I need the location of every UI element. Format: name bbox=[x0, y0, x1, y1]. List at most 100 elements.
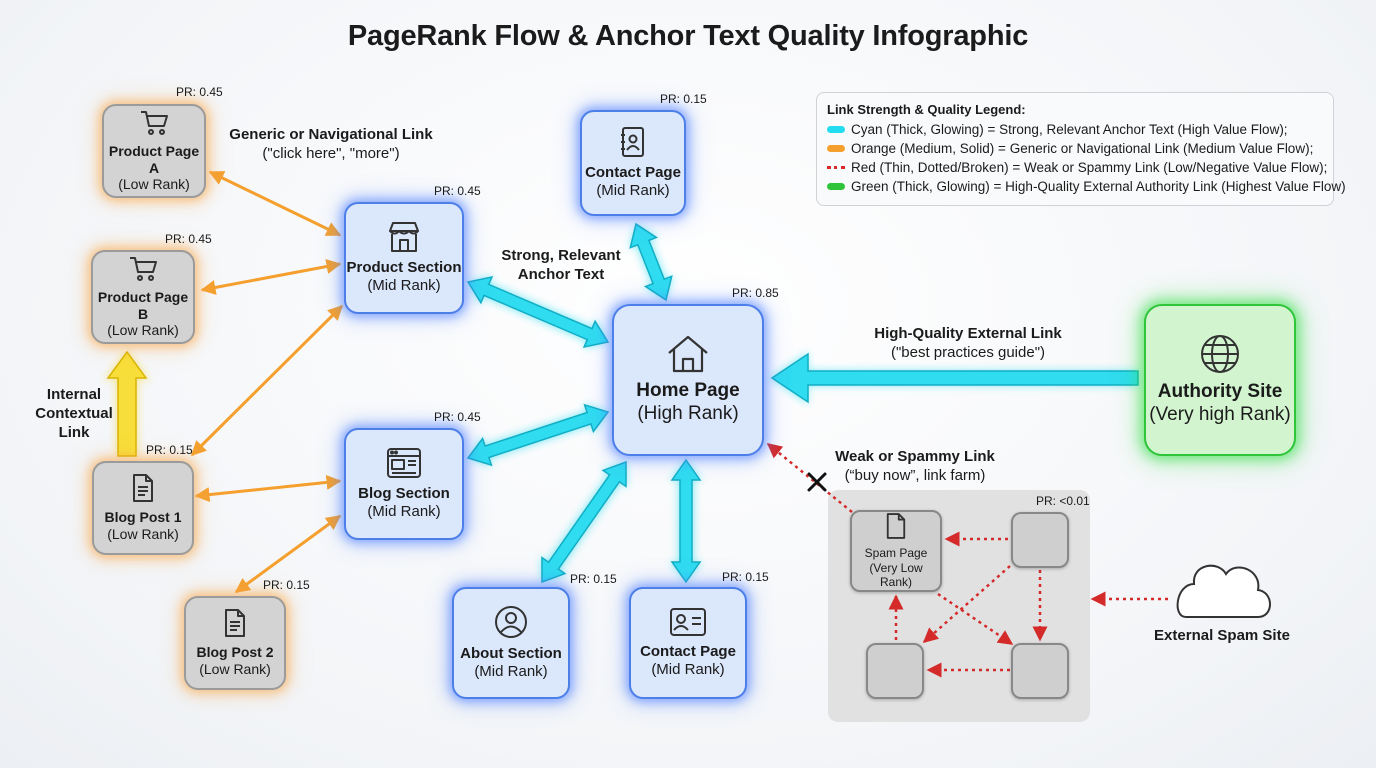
node-blog-post-1[interactable]: Blog Post 1 (Low Rank) bbox=[92, 461, 194, 555]
legend: Link Strength & Quality Legend: Cyan (Th… bbox=[816, 92, 1346, 206]
farm-node-bottom-right[interactable] bbox=[1011, 643, 1069, 699]
node-name: Authority Site bbox=[1157, 381, 1283, 403]
internal-link-line-2: Contextual bbox=[35, 404, 113, 422]
node-rank: (Mid Rank) bbox=[651, 661, 725, 678]
pr-product-section: PR: 0.45 bbox=[434, 184, 481, 198]
link-product-b-product-section bbox=[200, 259, 342, 295]
address-book-icon bbox=[621, 127, 644, 157]
generic-link-label: Generic or Navigational Link ("click her… bbox=[216, 126, 446, 164]
node-rank: (Mid Rank) bbox=[367, 503, 441, 520]
node-rank: (Very Low Rank) bbox=[869, 560, 923, 590]
link-blog-post-1-product-section bbox=[190, 304, 344, 457]
internal-link-line-3: Link bbox=[58, 423, 90, 441]
generic-link-examples: ("click here", "more") bbox=[262, 144, 400, 162]
node-contact-page-bottom[interactable]: Contact Page (Mid Rank) bbox=[629, 587, 747, 699]
cloud-icon bbox=[1176, 564, 1271, 618]
node-rank: (Low Rank) bbox=[107, 526, 179, 542]
farm-node-top-right[interactable] bbox=[1011, 512, 1069, 568]
external-link-label: High-Quality External Link ("best practi… bbox=[848, 325, 1088, 363]
node-name: Contact Page bbox=[640, 643, 736, 660]
globe-icon bbox=[1201, 335, 1239, 374]
storefront-icon bbox=[389, 222, 419, 252]
legend-item: Cyan (Thick, Glowing) = Strong, Relevant… bbox=[827, 120, 1323, 139]
link-blog-post-2-blog-section bbox=[234, 514, 342, 594]
node-home-page[interactable]: Home Page (High Rank) bbox=[612, 304, 764, 456]
legend-swatch bbox=[827, 126, 845, 133]
node-rank: (Very high Rank) bbox=[1149, 404, 1291, 425]
legend-swatch bbox=[827, 166, 845, 169]
link-farm-5 bbox=[922, 565, 1011, 643]
weak-link-label: Weak or Spammy Link (“buy now”, link far… bbox=[820, 448, 1010, 486]
strong-links bbox=[466, 222, 702, 584]
browser-window-icon bbox=[387, 448, 421, 478]
node-contact-page-top[interactable]: Contact Page (Mid Rank) bbox=[580, 110, 686, 216]
legend-item: Red (Thin, Dotted/Broken) = Weak or Spam… bbox=[827, 158, 1327, 177]
pr-blog-post-1: PR: 0.15 bbox=[146, 443, 193, 457]
cart-icon bbox=[141, 110, 168, 135]
infographic-title: PageRank Flow & Anchor Text Quality Info… bbox=[347, 20, 1029, 52]
pr-contact-page-top: PR: 0.15 bbox=[660, 92, 707, 106]
link-home-contact-top bbox=[629, 222, 673, 302]
internal-link-line-1: Internal bbox=[46, 386, 102, 403]
weak-link-examples: (“buy now”, link farm) bbox=[844, 466, 986, 484]
node-spam-page[interactable]: Spam Page (Very Low Rank) bbox=[850, 510, 942, 592]
node-blog-section[interactable]: Blog Section (Mid Rank) bbox=[344, 428, 464, 540]
legend-text: Orange (Medium, Solid) = Generic or Navi… bbox=[851, 141, 1314, 156]
node-blog-post-2[interactable]: Blog Post 2 (Low Rank) bbox=[184, 596, 286, 690]
node-name: Product Page A bbox=[108, 142, 200, 176]
weak-link-title: Weak or Spammy Link bbox=[835, 448, 995, 465]
node-name: Home Page bbox=[636, 380, 740, 402]
pr-product-page-a: PR: 0.45 bbox=[176, 85, 223, 99]
link-home-about bbox=[541, 460, 627, 584]
node-name: Blog Post 1 bbox=[104, 509, 182, 526]
node-product-page-b[interactable]: Product Page B (Low Rank) bbox=[91, 250, 195, 344]
node-name: Spam Page bbox=[864, 546, 928, 561]
node-rank: (Mid Rank) bbox=[596, 182, 670, 199]
node-about-section[interactable]: About Section (Mid Rank) bbox=[452, 587, 570, 699]
node-authority-site[interactable]: Authority Site (Very high Rank) bbox=[1144, 304, 1296, 456]
link-farm-6 bbox=[937, 592, 1014, 646]
external-authority-link bbox=[770, 352, 1139, 404]
node-name: Contact Page bbox=[585, 164, 681, 181]
cart-icon bbox=[130, 256, 157, 281]
pr-product-page-b: PR: 0.45 bbox=[165, 232, 212, 246]
link-home-product-section bbox=[466, 275, 610, 349]
strong-link-line-1: Strong, Relevant bbox=[501, 247, 621, 264]
legend-text: Cyan (Thick, Glowing) = Strong, Relevant… bbox=[851, 122, 1288, 137]
document-icon bbox=[886, 513, 906, 540]
strong-link-line-2: Anchor Text bbox=[517, 265, 605, 283]
external-link-example: ("best practices guide") bbox=[890, 343, 1046, 361]
link-home-contact-bottom bbox=[670, 458, 702, 584]
external-link-title: High-Quality External Link bbox=[874, 325, 1062, 342]
node-name: Blog Section bbox=[358, 485, 450, 502]
external-spam-site-label: External Spam Site bbox=[1154, 627, 1290, 644]
legend-swatch bbox=[827, 145, 845, 152]
farm-node-bottom-left[interactable] bbox=[866, 643, 924, 699]
node-rank: (Mid Rank) bbox=[367, 277, 441, 294]
legend-item: Green (Thick, Glowing) = High-Quality Ex… bbox=[827, 177, 1346, 196]
link-blog-post-1-blog-section bbox=[194, 474, 342, 503]
internal-link-label: Internal Contextual Link bbox=[24, 386, 124, 442]
document-icon bbox=[133, 474, 153, 503]
node-rank: (Low Rank) bbox=[199, 661, 271, 677]
node-rank: (High Rank) bbox=[637, 403, 739, 424]
node-rank: (Low Rank) bbox=[107, 322, 179, 339]
broken-link-x-icon bbox=[807, 472, 827, 492]
id-card-icon bbox=[670, 608, 706, 636]
link-home-blog-section bbox=[466, 403, 610, 467]
house-icon bbox=[668, 336, 708, 373]
node-name: Product Page B bbox=[97, 288, 189, 322]
pr-spam-page: PR: <0.01 bbox=[1036, 494, 1090, 508]
pr-contact-page-bottom: PR: 0.15 bbox=[722, 570, 769, 584]
legend-title: Link Strength & Quality Legend: bbox=[827, 102, 1026, 117]
internal-contextual-link bbox=[104, 350, 150, 457]
pr-blog-post-2: PR: 0.15 bbox=[263, 578, 310, 592]
node-rank: (Low Rank) bbox=[118, 176, 190, 193]
node-name: About Section bbox=[460, 645, 562, 662]
document-icon bbox=[225, 609, 245, 638]
pr-about-section: PR: 0.15 bbox=[570, 572, 617, 586]
node-product-section[interactable]: Product Section (Mid Rank) bbox=[344, 202, 464, 314]
node-product-page-a[interactable]: Product Page A (Low Rank) bbox=[102, 104, 206, 198]
legend-swatch bbox=[827, 183, 845, 190]
